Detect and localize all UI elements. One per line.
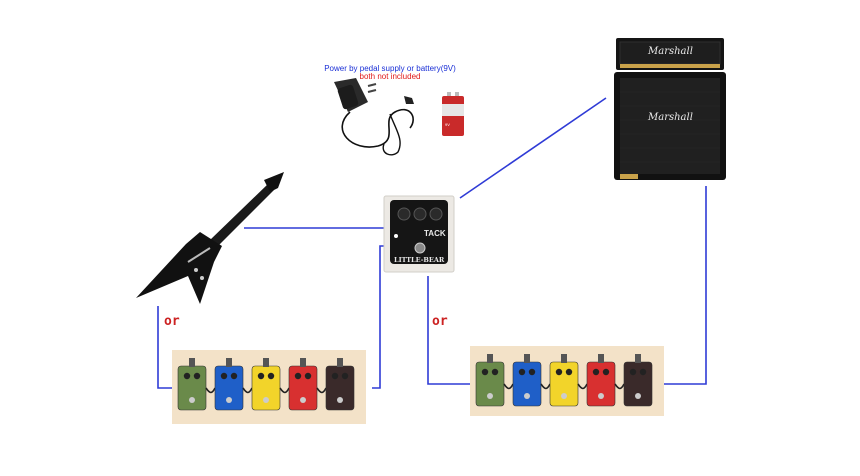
main-pedal-name: TACK [424, 229, 446, 238]
amp-head-brand: Marshall [647, 46, 693, 57]
pedalboard-left [172, 350, 366, 424]
main-pedal-icon: TACK LITTLE-BEAR [383, 195, 455, 273]
red-pedal-icon [288, 358, 327, 411]
pedalboard-right-pedals [475, 354, 653, 407]
blue-pedal-icon [214, 358, 253, 411]
cable-guitar-to-left-board [157, 306, 178, 389]
green-pedal-icon [177, 358, 216, 411]
yellow-pedal-icon [251, 358, 290, 411]
amp-head-icon: Marshall [616, 38, 724, 70]
main-pedal-brand: LITTLE-BEAR [394, 256, 445, 264]
or-label-left: or [164, 314, 180, 329]
blue-pedal-icon [512, 354, 551, 407]
yellow-pedal-icon [549, 354, 588, 407]
black-pedal-icon [623, 354, 653, 407]
amp-cabinet-brand: Marshall [647, 112, 693, 123]
power-note: both not included [359, 72, 421, 81]
cable-pedal-to-right-board [427, 276, 476, 385]
amp-cabinet-icon: Marshall [614, 72, 726, 180]
power-title: Power by pedal supply or battery(9V) [324, 64, 456, 73]
cable-left-board-to-pedal [372, 245, 386, 389]
red-pedal-icon [586, 354, 625, 407]
black-pedal-icon [325, 358, 355, 411]
cables [157, 97, 707, 389]
power-adapter-icon [334, 78, 414, 156]
pedalboard-left-pedals [177, 358, 355, 411]
pedalboard-right [470, 346, 664, 416]
guitar-icon [136, 172, 284, 304]
cable-right-board-to-amp [664, 186, 707, 385]
cable-pedal-to-amp [459, 97, 607, 199]
svg-text:9V: 9V [445, 122, 450, 127]
green-pedal-icon [475, 354, 514, 407]
battery-icon: 9V [442, 92, 464, 136]
or-label-right: or [432, 314, 448, 329]
